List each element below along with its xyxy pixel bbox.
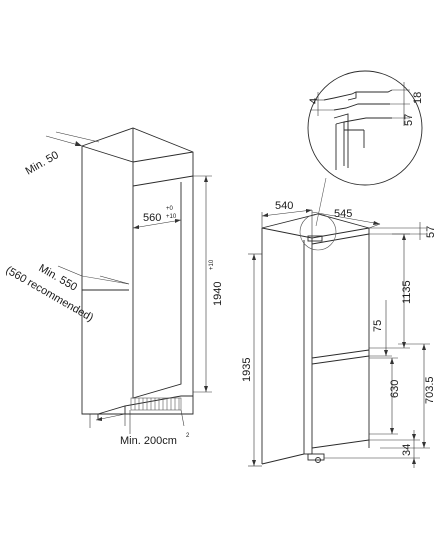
height-34-label: 34: [401, 444, 413, 456]
width-560-tol-bottom: +10: [166, 214, 177, 220]
detail-57-label: 57: [403, 114, 415, 126]
height-630-label: 630: [389, 380, 401, 398]
dim-depth-545: 545: [311, 208, 381, 229]
height-1135-label: 1135: [401, 280, 413, 304]
dim-height-1135: 1135: [369, 233, 413, 349]
height-1935-label: 1935: [241, 358, 253, 382]
gap-4-label: 4: [308, 98, 320, 104]
width-560-tol-top: +0: [166, 206, 174, 212]
min-200-label: Min. 200cm: [120, 435, 177, 447]
dim-min-200: Min. 200cm 2: [89, 409, 190, 447]
dim-min-550: Min. 550 (560 recommended): [4, 262, 130, 324]
dim-height-75: 75: [369, 300, 392, 357]
dim-width-560: 560 +0 +10: [132, 206, 182, 229]
ventilation-grille: [130, 397, 182, 411]
height-75-label: 75: [372, 320, 384, 332]
dim-height-703-5: 703.5: [380, 343, 435, 449]
height-1940-label: 1940: [212, 282, 224, 306]
height-703-5-label: 703.5: [424, 376, 435, 404]
detail-zoom: 4 18 57: [299, 70, 424, 251]
niche-cabinet: [81, 127, 194, 420]
dim-min-50: Min. 50: [24, 131, 100, 178]
min-200-sup: 2: [186, 433, 190, 439]
appliance: [261, 213, 370, 465]
width-540-label: 540: [275, 200, 293, 212]
dim-height-630: 630: [369, 357, 401, 435]
min-50-label: Min. 50: [24, 149, 61, 177]
dim-width-540: 540: [261, 200, 313, 238]
height-1940-tol: +10: [209, 259, 215, 270]
depth-545-label: 545: [334, 208, 352, 220]
dim-height-1935: 1935: [241, 253, 262, 467]
detail-18-label: 18: [412, 92, 424, 104]
width-560-label: 560: [143, 212, 161, 224]
dim-height-34: 34: [324, 430, 420, 468]
dim-height-1940: 1940 +10: [193, 175, 224, 393]
top-57-label: 57: [425, 226, 435, 238]
